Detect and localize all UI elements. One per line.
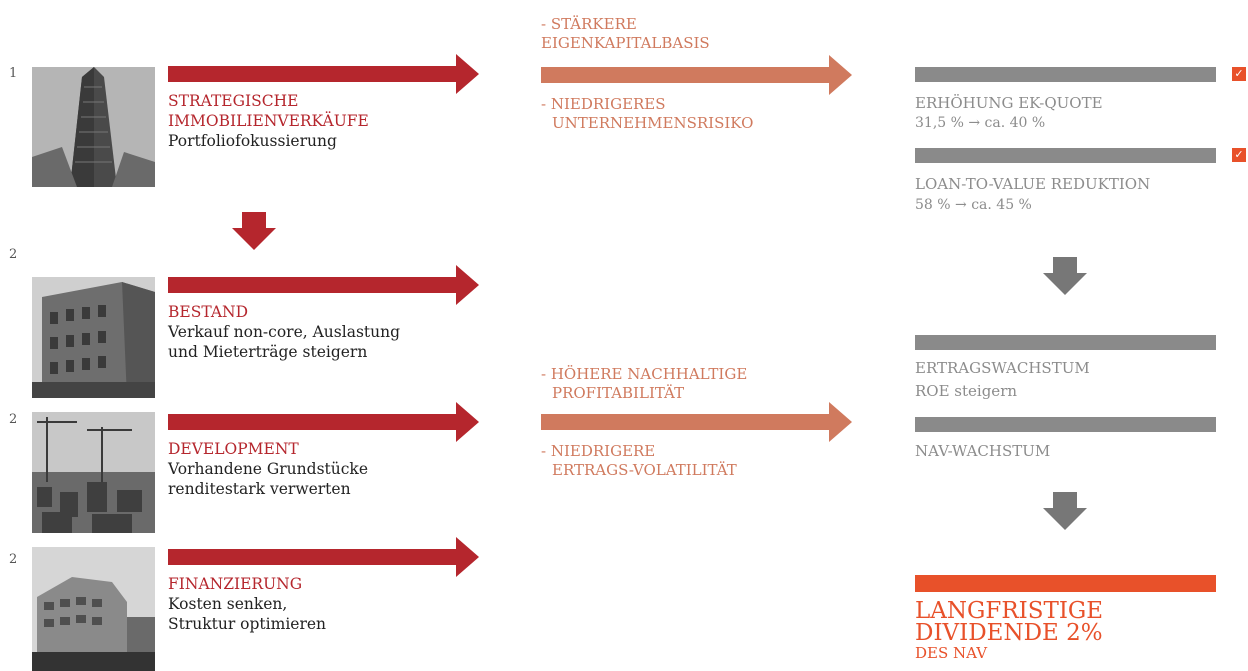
- ltv-value: 58 % → ca. 45 %: [915, 197, 1032, 213]
- step-number-1: 1: [9, 66, 18, 81]
- arrow-red-1: [168, 54, 479, 94]
- step-title-development: DEVELOPMENT: [168, 440, 299, 458]
- arrow-down-grey-1: [1043, 257, 1087, 295]
- classic-building-photo: [32, 277, 155, 398]
- nav-title: NAV-WACHSTUM: [915, 442, 1051, 460]
- bar-dividend: [915, 575, 1216, 592]
- arrow-down-red: [232, 212, 276, 250]
- step-title-finanzierung: FINANZIERUNG: [168, 575, 303, 593]
- ek-quote-title: ERHÖHUNG EK-QUOTE: [915, 94, 1103, 112]
- check-icon-ek: ✓: [1232, 67, 1246, 81]
- arrow-red-3: [168, 402, 479, 442]
- check-icon-ltv: ✓: [1232, 148, 1246, 162]
- step-title-bestand: BESTAND: [168, 303, 248, 321]
- step-sub-portfolio: Portfoliofokussierung: [168, 132, 337, 150]
- bar-ltv: [915, 148, 1216, 163]
- construction-site-photo: [32, 412, 155, 533]
- step-number-2c: 2: [9, 552, 18, 567]
- step-number-2b: 2: [9, 412, 18, 427]
- bar-nav: [915, 417, 1216, 432]
- arrow-down-grey-2: [1043, 492, 1087, 530]
- bar-growth: [915, 335, 1216, 350]
- arrow-salmon-bottom: [541, 402, 852, 442]
- modern-building-photo: [32, 547, 155, 671]
- mid-bottom-line2: - NIEDRIGERE ERTRAGS-VOLATILITÄT: [541, 442, 737, 479]
- step-sub-bestand: Verkauf non-core, Auslastung und Mietert…: [168, 323, 401, 361]
- step-title-strategic-sales: STRATEGISCHE IMMOBILIENVERKÄUFE: [168, 92, 369, 130]
- growth-title: ERTRAGSWACHSTUM: [915, 359, 1090, 377]
- mid-top-line2: - NIEDRIGERES UNTERNEHMENSRISIKO: [541, 95, 754, 132]
- ltv-title: LOAN-TO-VALUE REDUKTION: [915, 175, 1151, 193]
- step-number-2a: 2: [9, 247, 18, 262]
- growth-value: ROE steigern: [915, 382, 1018, 400]
- ek-quote-value: 31,5 % → ca. 40 %: [915, 115, 1046, 131]
- step-sub-finanzierung: Kosten senken, Struktur optimieren: [168, 595, 327, 633]
- arrow-red-2: [168, 265, 479, 305]
- skyscraper-photo: [32, 67, 155, 187]
- mid-top-line1: - STÄRKERE EIGENKAPITALBASIS: [541, 15, 710, 52]
- mid-bottom-line1: - HÖHERE NACHHALTIGE PROFITABILITÄT: [541, 365, 748, 402]
- arrow-red-4: [168, 537, 479, 577]
- dividend-text: LANGFRISTIGE DIVIDENDE 2% DES NAV: [915, 598, 1104, 663]
- bar-ek-quote: [915, 67, 1216, 82]
- arrow-salmon-top: [541, 55, 852, 95]
- step-sub-development: Vorhandene Grundstücke renditestark verw…: [168, 460, 368, 498]
